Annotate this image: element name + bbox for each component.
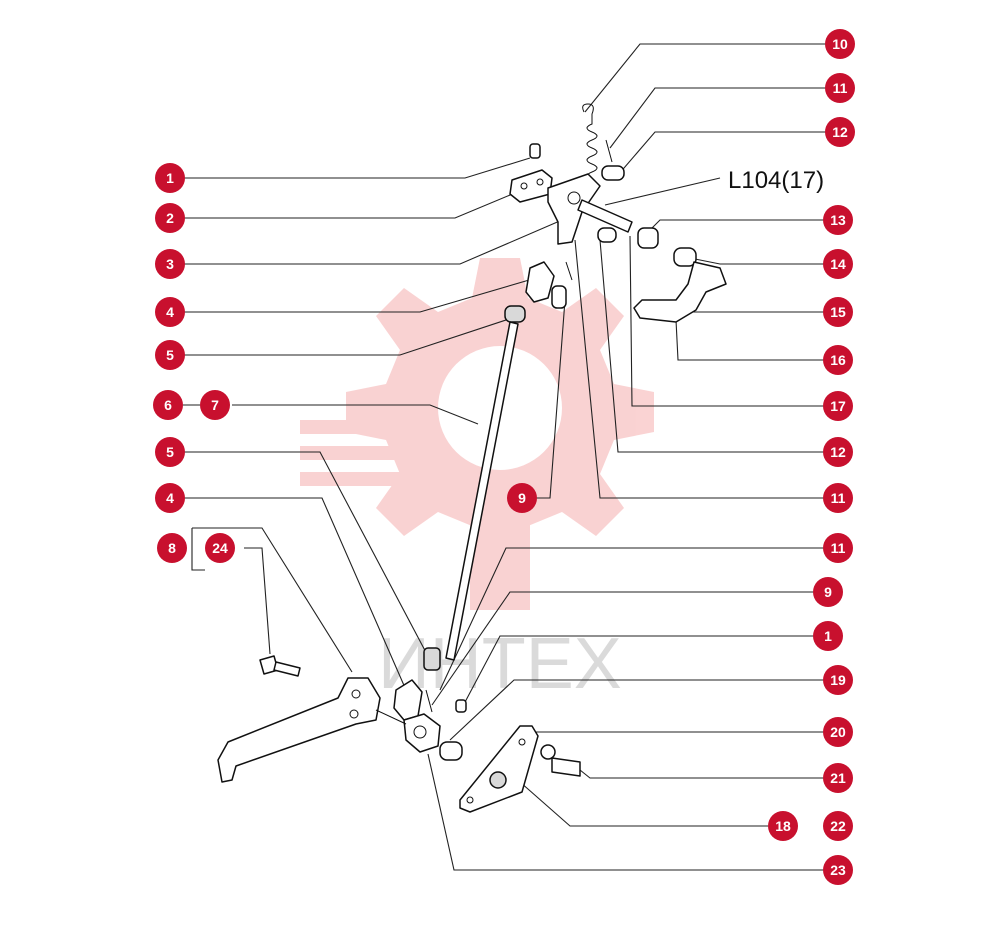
callout-16: 16 — [823, 345, 853, 375]
callout-11-b: 11 — [823, 483, 853, 513]
svg-text:6: 6 — [164, 397, 172, 413]
reference-label: L104(17) — [728, 167, 824, 194]
callout-22: 22 — [823, 811, 853, 841]
callout-14: 14 — [823, 249, 853, 279]
svg-text:3: 3 — [166, 256, 174, 272]
callout-markers: 10 11 12 1 2 13 3 14 4 15 5 16 6 7 17 5 … — [153, 29, 855, 885]
callout-9: 9 — [507, 483, 537, 513]
callout-15: 15 — [823, 297, 853, 327]
callout-11: 11 — [825, 73, 855, 103]
svg-text:12: 12 — [832, 124, 848, 140]
svg-text:2: 2 — [166, 210, 174, 226]
svg-text:4: 4 — [166, 304, 174, 320]
svg-text:17: 17 — [830, 398, 846, 414]
callout-5: 5 — [155, 340, 185, 370]
svg-text:13: 13 — [830, 212, 846, 228]
callout-5-b: 5 — [155, 437, 185, 467]
callout-7: 7 — [200, 390, 230, 420]
mechanism-parts — [217, 103, 727, 813]
callout-10: 10 — [825, 29, 855, 59]
callout-20: 20 — [823, 717, 853, 747]
callout-4: 4 — [155, 297, 185, 327]
svg-text:4: 4 — [166, 490, 174, 506]
svg-text:1: 1 — [824, 628, 832, 644]
svg-text:9: 9 — [518, 490, 526, 506]
callout-13: 13 — [823, 205, 853, 235]
watermark-gear-icon — [300, 258, 654, 610]
svg-text:21: 21 — [830, 770, 846, 786]
svg-text:19: 19 — [830, 672, 846, 688]
callout-1: 1 — [155, 163, 185, 193]
callout-12-b: 12 — [823, 437, 853, 467]
svg-text:5: 5 — [166, 444, 174, 460]
svg-text:12: 12 — [830, 444, 846, 460]
callout-24: 24 — [205, 533, 235, 563]
callout-2: 2 — [155, 203, 185, 233]
callout-3: 3 — [155, 249, 185, 279]
callout-4-b: 4 — [155, 483, 185, 513]
svg-text:20: 20 — [830, 724, 846, 740]
svg-text:15: 15 — [830, 304, 846, 320]
svg-text:9: 9 — [824, 584, 832, 600]
leader-lines — [170, 43, 838, 871]
callout-21: 21 — [823, 763, 853, 793]
svg-text:7: 7 — [211, 397, 219, 413]
svg-text:14: 14 — [830, 256, 846, 272]
callout-23: 23 — [823, 855, 853, 885]
callout-17: 17 — [823, 391, 853, 421]
svg-text:22: 22 — [830, 818, 846, 834]
svg-text:24: 24 — [212, 540, 228, 556]
svg-text:11: 11 — [833, 80, 848, 96]
callout-11-c: 11 — [823, 533, 853, 563]
callout-1-b: 1 — [813, 621, 843, 651]
callout-12: 12 — [825, 117, 855, 147]
svg-text:23: 23 — [830, 862, 846, 878]
callout-19: 19 — [823, 665, 853, 695]
callout-8: 8 — [157, 533, 187, 563]
svg-text:11: 11 — [831, 490, 846, 506]
svg-text:11: 11 — [831, 540, 846, 556]
svg-text:10: 10 — [832, 36, 848, 52]
callout-18: 18 — [768, 811, 798, 841]
callout-6: 6 — [153, 390, 183, 420]
svg-text:1: 1 — [166, 170, 174, 186]
callout-9-b: 9 — [813, 577, 843, 607]
svg-text:16: 16 — [830, 352, 846, 368]
svg-text:8: 8 — [168, 540, 176, 556]
svg-text:5: 5 — [166, 347, 174, 363]
svg-text:18: 18 — [775, 818, 791, 834]
